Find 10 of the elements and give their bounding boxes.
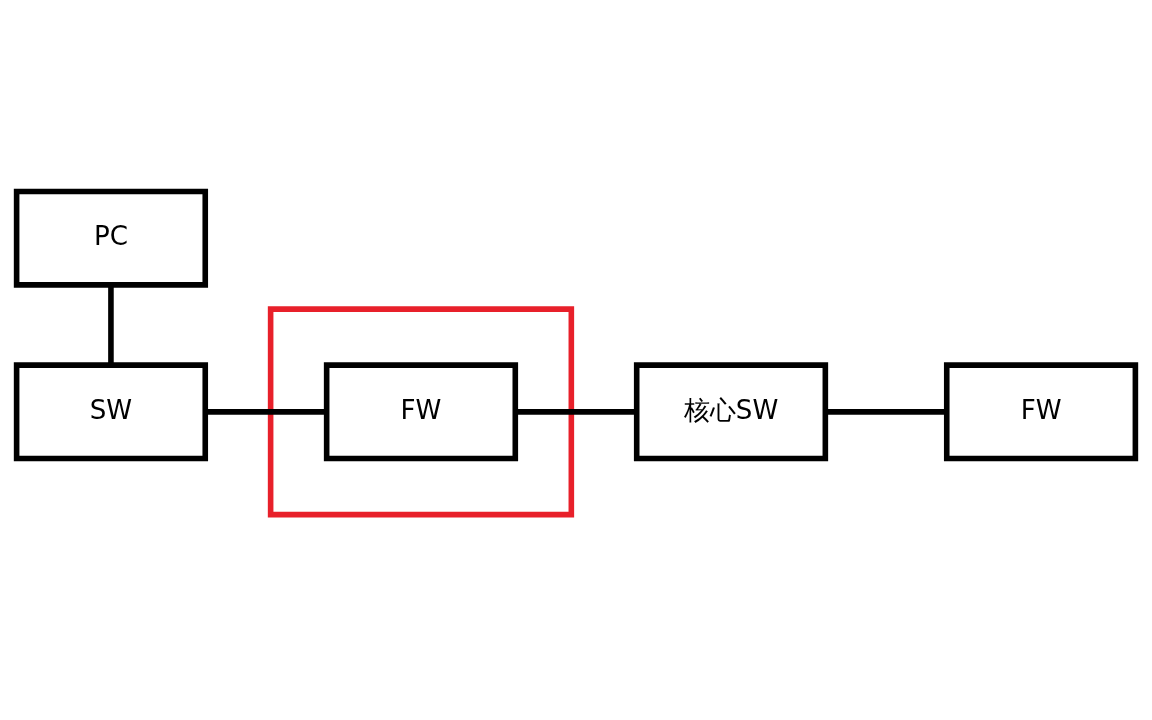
node-box: PC (13, 188, 209, 288)
node-box: FW (323, 361, 519, 461)
cluster (267, 305, 575, 517)
connector (515, 408, 637, 415)
node-box: SW (13, 361, 209, 461)
connector (108, 284, 114, 365)
node-box: 核心SW (633, 361, 829, 461)
node-box: FW (943, 361, 1139, 461)
connector (825, 408, 947, 415)
connector (205, 408, 327, 415)
